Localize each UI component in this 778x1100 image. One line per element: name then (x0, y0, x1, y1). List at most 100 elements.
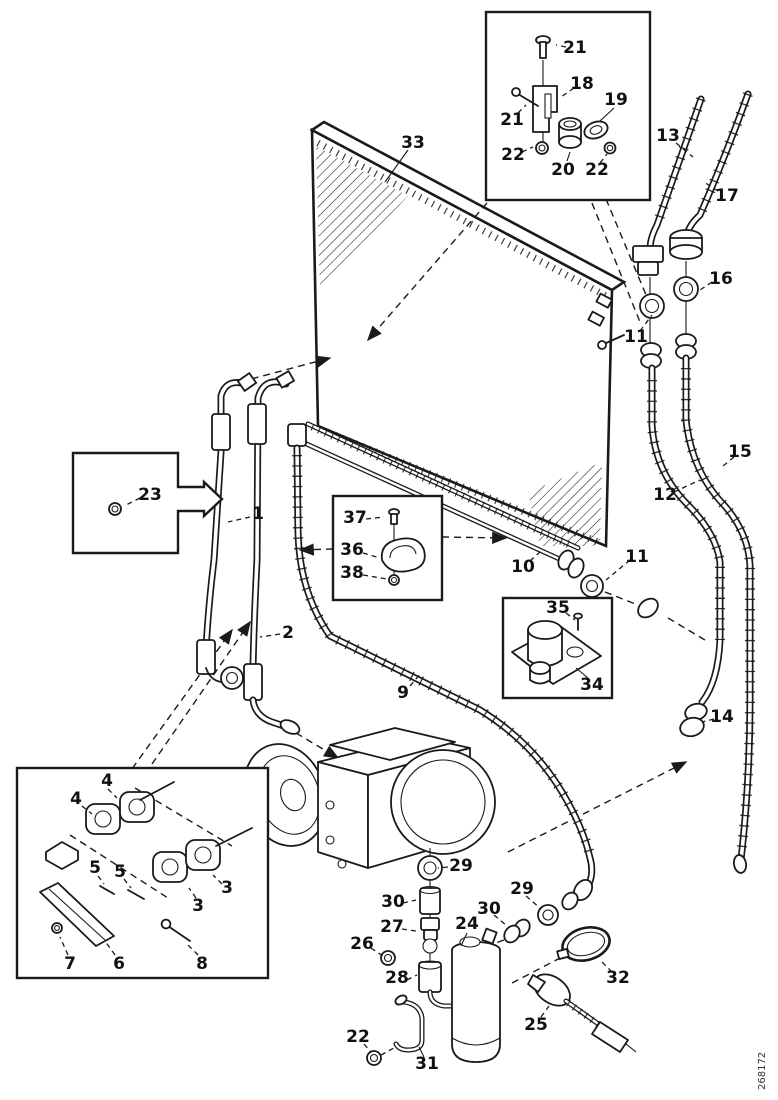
condenser-port (595, 292, 613, 309)
bolt-21-side (511, 87, 539, 107)
condenser-panel (309, 120, 627, 548)
clamp-half-4 (85, 803, 121, 835)
leader-lines-dashed (59, 44, 735, 1056)
drawing-number: 268172 (757, 1052, 768, 1090)
hose-2-nut (275, 370, 295, 389)
callout-30: 30 (477, 899, 501, 919)
nut-22-b (603, 141, 617, 155)
nut-22-a (535, 141, 549, 155)
nut-22-bottom (366, 1050, 382, 1066)
callout-2: 2 (282, 623, 294, 643)
callout-28: 28 (385, 968, 409, 988)
callout-1: 1 (252, 504, 264, 524)
callout-9: 9 (397, 683, 409, 703)
drier-elbow (427, 989, 455, 1009)
callout-3: 3 (221, 878, 233, 898)
detail-box-top (484, 10, 652, 202)
nut-29-right (537, 904, 559, 926)
bracket-18 (532, 85, 558, 133)
callout-26: 26 (350, 934, 374, 954)
fitting-30 (419, 885, 441, 915)
callout-31: 31 (415, 1054, 439, 1074)
nut-16 (673, 276, 699, 302)
fitting-14 (679, 716, 705, 738)
channel-bracket (45, 841, 79, 870)
callout-4: 4 (101, 771, 113, 791)
bolt-21 (535, 35, 551, 86)
callout-14: 14 (710, 707, 734, 727)
condenser-fin-hatch (316, 146, 408, 290)
condenser-fin-hatch (528, 462, 602, 546)
fitting-19 (583, 120, 609, 140)
fitting-28 (418, 960, 442, 993)
callout-33: 33 (401, 133, 425, 153)
stud-35 (573, 612, 583, 631)
nut-23 (108, 502, 122, 516)
fitting-20 (558, 117, 582, 149)
fitting-30-right (503, 924, 521, 944)
hose-9 (287, 423, 596, 944)
clamp-36 (380, 537, 426, 573)
callout-11: 11 (625, 547, 649, 567)
clamp-bolt (139, 781, 253, 847)
detail-box-manifold (501, 596, 614, 700)
callout-36: 36 (340, 540, 364, 560)
connector-plug (591, 1021, 629, 1053)
callout-13: 13 (656, 126, 680, 146)
callout-27: 27 (380, 917, 404, 937)
callout-21: 21 (500, 110, 524, 130)
screw-11 (597, 334, 625, 350)
hose-1-ferrule (196, 639, 216, 675)
callout-6: 6 (113, 954, 125, 974)
hose-1-ferrule (211, 413, 231, 451)
callout-22: 22 (585, 160, 609, 180)
tube-15 (675, 333, 755, 874)
callout-34: 34 (580, 675, 604, 695)
callout-17: 17 (715, 186, 739, 206)
hose-9-fitting (561, 891, 579, 911)
callout-5: 5 (89, 858, 101, 878)
callout-35: 35 (546, 598, 570, 618)
condenser-port (587, 310, 605, 327)
hose-2-end (279, 719, 301, 735)
callout-25: 25 (524, 1015, 548, 1035)
callout-4: 4 (70, 789, 82, 809)
plug-26 (380, 950, 396, 966)
callout-20: 20 (551, 160, 575, 180)
callout-7: 7 (64, 954, 76, 974)
bolt-5 (99, 885, 145, 900)
drier-top-fitting (481, 927, 498, 945)
valve-27 (420, 917, 440, 954)
nut-38 (388, 574, 400, 586)
nut-11-upper (639, 293, 665, 319)
hose-13-fitting (632, 245, 664, 263)
hose-13 (632, 95, 706, 276)
callout-5: 5 (114, 862, 126, 882)
hose-17 (669, 90, 753, 260)
callout-23: 23 (138, 485, 162, 505)
hose-2-ferrule (243, 663, 263, 701)
callout-30: 30 (381, 892, 405, 912)
callout-24: 24 (455, 914, 479, 934)
detail-box-clamps (15, 766, 270, 980)
callout-15: 15 (728, 442, 752, 462)
compressor-cylinder (390, 749, 496, 855)
callout-22: 22 (346, 1027, 370, 1047)
hose-1 (196, 372, 258, 690)
callout-16: 16 (709, 269, 733, 289)
nut-11-lower (580, 574, 604, 598)
clamp-ring-32 (556, 926, 611, 962)
callout-29: 29 (449, 856, 473, 876)
hose-1-nut (236, 372, 258, 392)
hose-2 (243, 370, 301, 735)
hose-13-fitting (637, 261, 659, 276)
callout-37: 37 (343, 508, 367, 528)
clamp-half-3 (152, 851, 188, 883)
hose-17-cap (669, 244, 703, 260)
callout-8: 8 (196, 954, 208, 974)
detail-box-clamp (298, 494, 508, 602)
nut-29 (417, 855, 443, 881)
screw-8 (160, 918, 191, 942)
